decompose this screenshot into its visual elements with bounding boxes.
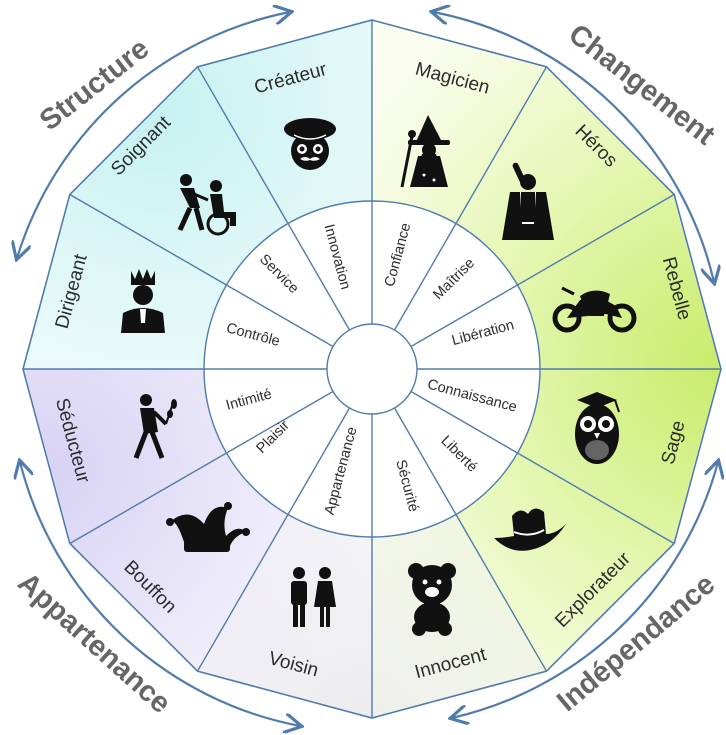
arrow-structure — [17, 12, 290, 258]
motive-divider — [287, 223, 351, 331]
arrow-appartenance — [20, 462, 300, 726]
owl-icon — [575, 392, 620, 464]
arrow-changement — [433, 12, 714, 282]
motive-divider — [410, 390, 518, 454]
outer-arrows — [17, 12, 718, 726]
motorcycle-icon — [552, 286, 637, 333]
motive-divider — [393, 407, 457, 515]
arrow-independance — [452, 462, 718, 718]
motive-divider — [226, 390, 334, 454]
motive-divider — [226, 284, 334, 348]
man-with-flower-icon — [133, 394, 177, 459]
crowned-man-icon — [121, 269, 165, 333]
center-circle — [326, 323, 418, 415]
artist-beret-icon — [284, 118, 336, 170]
motive-divider — [410, 284, 518, 348]
